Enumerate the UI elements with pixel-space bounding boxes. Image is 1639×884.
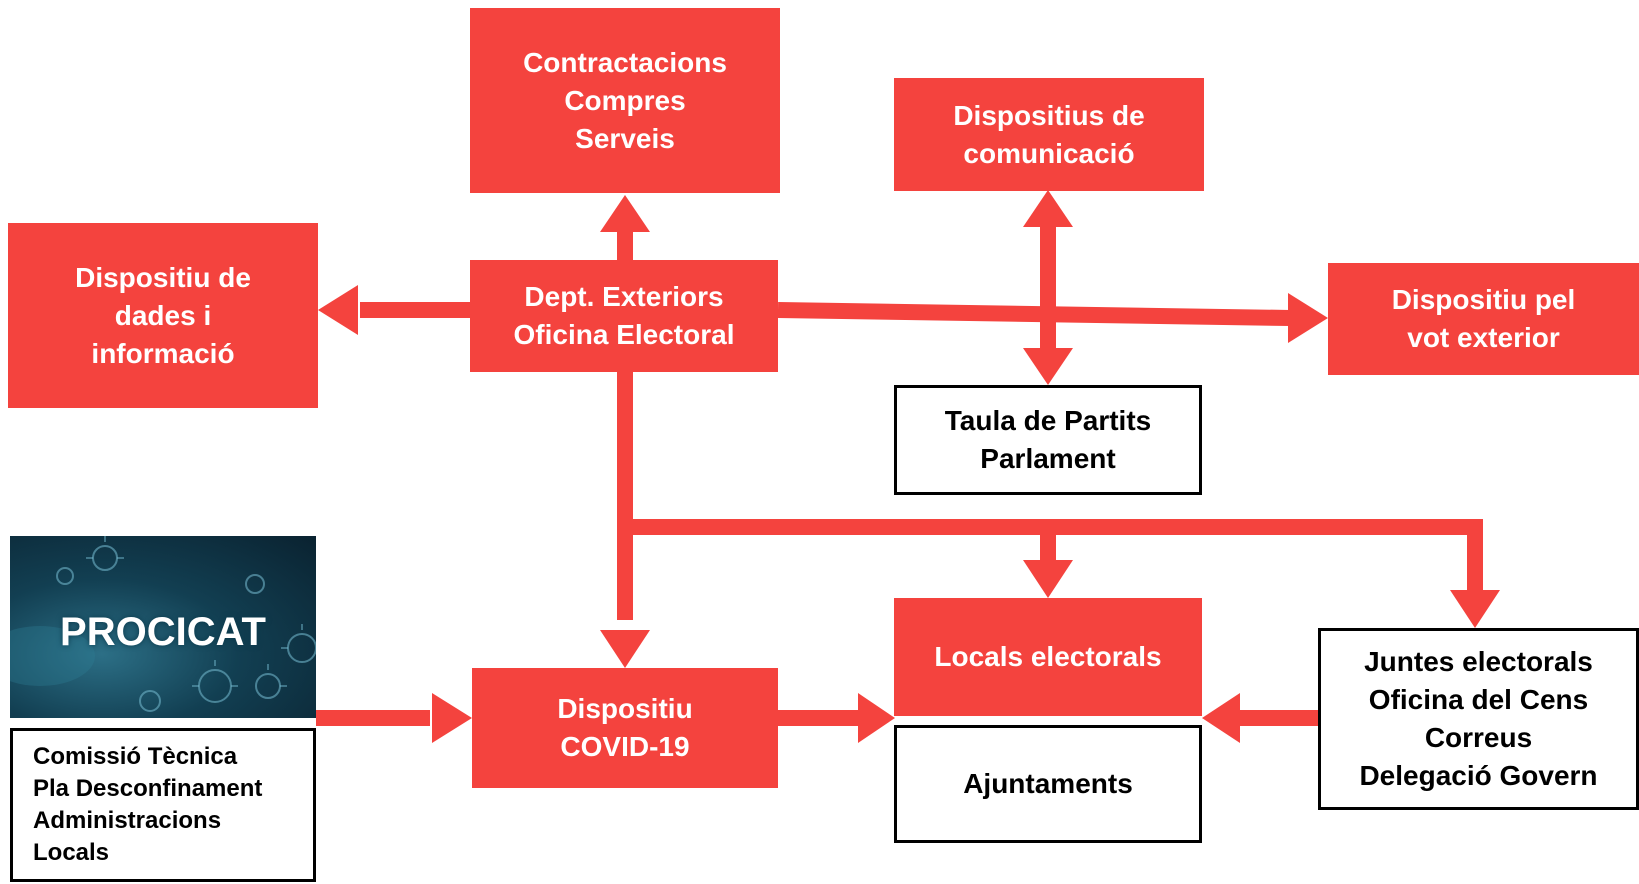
box-covid-line-2: COVID-19 <box>560 731 690 762</box>
box-exteriors-line-2: Oficina Electoral <box>513 319 735 350</box>
box-taula-partits: Taula de Partits Parlament <box>894 385 1202 495</box>
box-comunicacio-line-1: Dispositius de <box>953 99 1145 131</box>
box-vot-exterior-line-2: vot exterior <box>1407 322 1560 353</box>
box-juntes-electorals: Juntes electorals Oficina del Cens Corre… <box>1318 628 1639 810</box>
box-juntes-line-3: Correus <box>1424 722 1533 753</box>
box-dades-line-3: informació <box>91 337 235 369</box>
box-contractacions-line-1: Contractacions <box>523 46 727 78</box>
arrowhead-down-locals <box>1023 560 1073 598</box>
arrowhead-up-comunicacio <box>1023 190 1073 227</box>
box-dades-line-1: Dispositiu de <box>75 261 251 293</box>
box-comissio-line-4: Locals <box>33 839 110 866</box>
box-comunicacio-line-2: comunicació <box>963 137 1135 169</box>
box-comissio-line-2: Pla Desconfinament <box>33 775 263 802</box>
arrowhead-right-covid <box>432 693 472 743</box>
box-dispositiu-covid: Dispositiu COVID-19 <box>472 668 778 788</box>
box-contractacions: Contractacions Compres Serveis <box>470 8 780 193</box>
arrowhead-down-covid <box>600 630 650 668</box>
box-vot-exterior-line-1: Dispositiu pel <box>1391 284 1576 315</box>
procicat-title: PROCICAT <box>60 610 266 654</box>
box-ajuntaments: Ajuntaments <box>894 725 1202 843</box>
box-exteriors-line-1: Dept. Exteriors <box>524 281 724 312</box>
box-dades-line-2: dades i <box>114 299 212 331</box>
box-juntes-line-1: Juntes electorals <box>1364 646 1593 677</box>
box-comissio-line-1: Comissió Tècnica <box>33 743 238 770</box>
box-comissio-tecnica: Comissió Tècnica Pla Desconfinament Admi… <box>10 728 316 882</box>
box-contractacions-line-2: Compres <box>564 84 686 116</box>
arrowhead-left-dades <box>318 285 358 335</box>
box-vot-exterior: Dispositiu pel vot exterior <box>1328 263 1639 375</box>
arrowhead-right-locals <box>858 693 895 743</box>
box-comissio-line-3: Administracions <box>33 807 222 834</box>
box-dispositiu-dades: Dispositiu de dades i informació <box>8 223 318 408</box>
arrowhead-down-taula <box>1023 348 1073 385</box>
box-juntes-line-4: Delegació Govern <box>1359 760 1598 791</box>
box-taula-line-1: Taula de Partits <box>944 405 1152 436</box>
arrowhead-up-contractacions <box>600 195 650 232</box>
arrowhead-down-juntes <box>1450 590 1500 628</box>
box-taula-line-2: Parlament <box>980 443 1116 474</box>
box-contractacions-line-3: Serveis <box>575 122 675 154</box>
box-covid-line-1: Dispositiu <box>557 693 693 724</box>
arrowhead-right-vot-exterior <box>1288 293 1328 343</box>
box-locals-electorals: Locals electorals <box>894 598 1202 716</box>
box-dept-exteriors: Dept. Exteriors Oficina Electoral <box>470 260 778 372</box>
connector-to-vot-exterior <box>777 302 1291 326</box>
box-dispositius-comunicacio: Dispositius de comunicació <box>894 78 1204 191</box>
procicat-banner: PROCICAT <box>10 536 316 718</box>
box-locals-line-1: Locals electorals <box>934 641 1162 672</box>
box-ajuntaments-line-1: Ajuntaments <box>963 768 1133 799</box>
box-juntes-line-2: Oficina del Cens <box>1368 684 1589 715</box>
arrowhead-left-locals <box>1202 693 1240 743</box>
virus-icon <box>10 536 316 712</box>
